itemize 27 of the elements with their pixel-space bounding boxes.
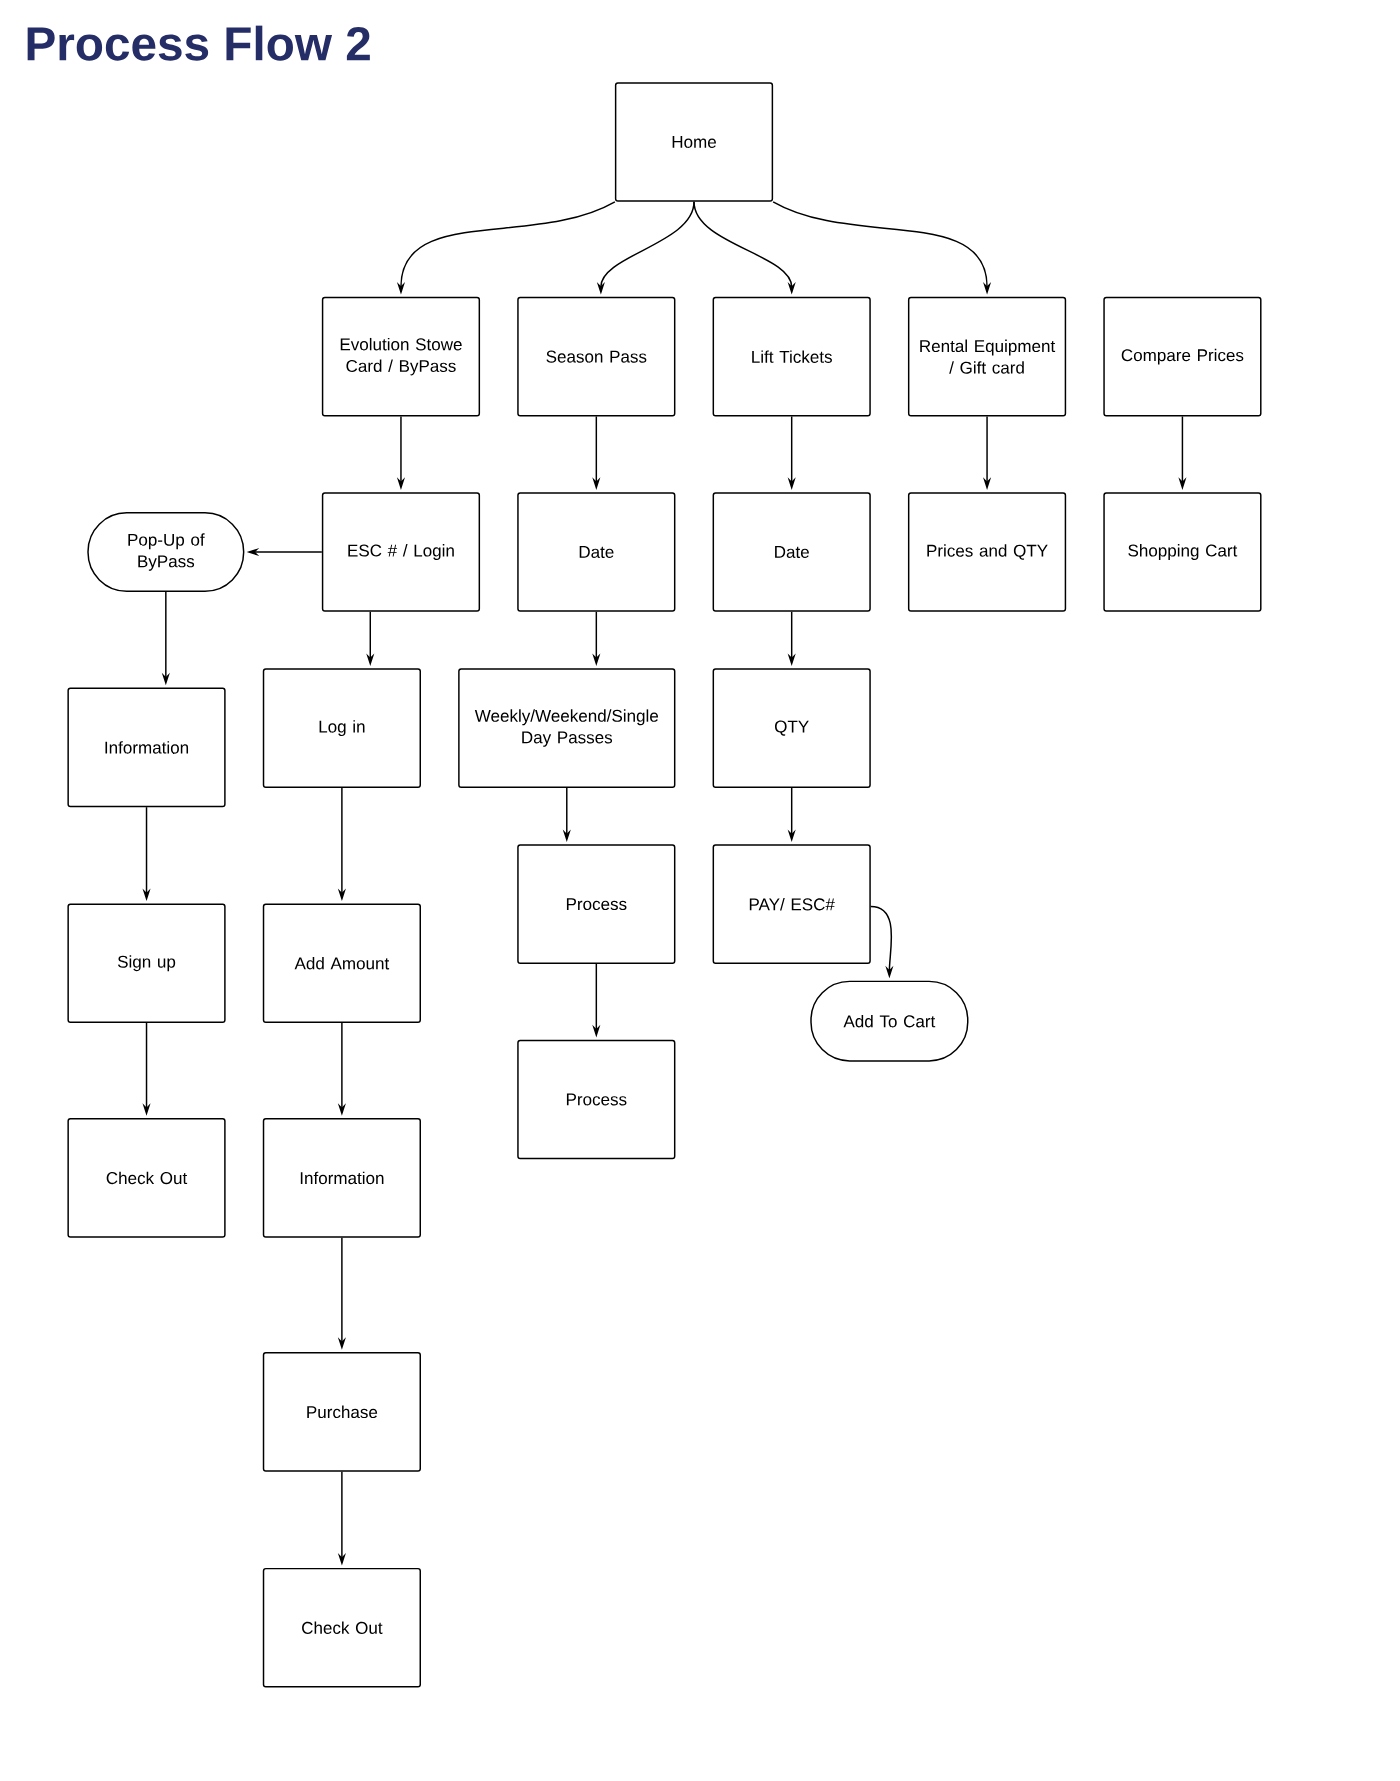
- process-box: Check Out: [262, 1567, 421, 1688]
- process-box: Lift Tickets: [712, 296, 871, 417]
- process-box: Information: [67, 687, 226, 808]
- process-box: PAY/ ESC#: [712, 844, 871, 964]
- process-box: Purchase: [262, 1352, 421, 1472]
- process-box: Compare Prices: [1103, 296, 1262, 417]
- process-box: Information: [262, 1118, 421, 1238]
- process-box: Home: [614, 82, 773, 202]
- process-box: Date: [516, 492, 676, 612]
- process-box: Check Out: [67, 1118, 226, 1238]
- process-box: Sign up: [67, 903, 226, 1023]
- process-box: Date: [712, 492, 871, 612]
- process-box: Prices and QTY: [907, 492, 1066, 612]
- rounded-box: Pop-Up of ByPass: [87, 512, 245, 592]
- process-box: Rental Equipment / Gift card: [907, 296, 1066, 417]
- process-box: ESC # / Login: [321, 492, 480, 612]
- process-box: Add Amount: [262, 903, 421, 1023]
- process-box: Process: [516, 1039, 676, 1160]
- process-box: Weekly/Weekend/Single Day Passes: [457, 668, 676, 788]
- process-box: Shopping Cart: [1103, 492, 1262, 612]
- process-box: Log in: [262, 668, 421, 788]
- process-box: Season Pass: [516, 296, 676, 417]
- rounded-box: Add To Cart: [810, 980, 969, 1062]
- title: Process Flow 2: [27, 25, 370, 61]
- process-box: Evolution Stowe Card / ByPass: [321, 296, 480, 417]
- process-box: QTY: [712, 668, 871, 788]
- process-box: Process: [516, 844, 676, 964]
